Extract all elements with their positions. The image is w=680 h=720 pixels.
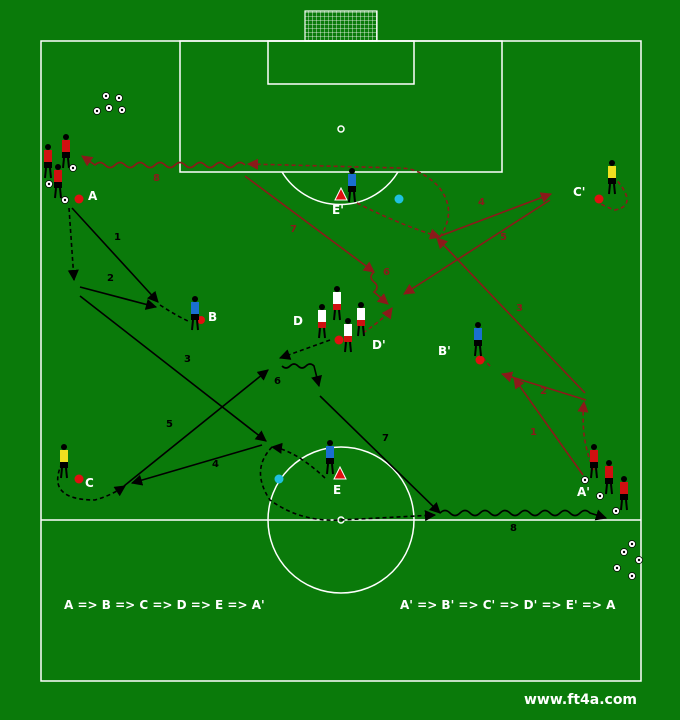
- label-d: D: [293, 314, 303, 328]
- label-b: B: [208, 310, 217, 324]
- black-num-2: 2: [107, 273, 114, 284]
- red-pass-5: [403, 199, 551, 295]
- player-group-a-prime: [590, 444, 628, 511]
- center-circle: [267, 446, 415, 594]
- black-num-5: 5: [166, 419, 173, 430]
- red-run-e-loop-dashed: [246, 158, 450, 238]
- marker-cyan-bottom: [274, 474, 284, 484]
- black-pass-3: [79, 295, 267, 442]
- red-run-d-dashed: [362, 307, 393, 334]
- red-num-7: 7: [290, 224, 297, 235]
- red-run-c-dashed: [595, 175, 628, 211]
- penalty-arc: [281, 171, 399, 206]
- marker-cyan-top: [394, 194, 404, 204]
- black-pass-4: [130, 444, 263, 486]
- marker-a: [74, 194, 84, 204]
- ball-ap2: [596, 492, 604, 500]
- label-b-prime: B': [438, 344, 451, 358]
- black-dribble-6: [281, 363, 322, 388]
- marker-c-prime: [594, 194, 604, 204]
- red-pass-7: [244, 175, 375, 273]
- red-dribble-6: [370, 271, 389, 305]
- red-pass-4: [439, 192, 553, 237]
- black-num-6: 6: [274, 376, 281, 387]
- player-e: [326, 440, 334, 475]
- player-e-prime: [348, 168, 356, 203]
- red-num-2: 2: [540, 386, 547, 397]
- markers: [74, 186, 604, 484]
- red-num-6: 6: [383, 267, 390, 278]
- label-e: E: [333, 483, 341, 497]
- website-link[interactable]: www.ft4a.com: [524, 692, 637, 708]
- player-group-d: [318, 286, 365, 353]
- player-group-a: [44, 134, 70, 199]
- black-pass-5: [123, 369, 269, 487]
- red-pass-3: [436, 237, 586, 394]
- label-d-prime: D': [372, 338, 386, 352]
- black-run-d-dashed: [278, 339, 331, 360]
- black-num-3: 3: [184, 354, 191, 365]
- marker-d: [334, 335, 344, 345]
- black-route: [56, 207, 608, 522]
- ball-a3: [69, 164, 77, 172]
- player-b-prime: [474, 322, 482, 357]
- penalty-spot: [337, 125, 345, 133]
- red-pass-numbers: 1 2 3 4 5 6 7 8: [153, 173, 547, 438]
- label-e-prime: E': [332, 203, 344, 217]
- red-num-3: 3: [516, 303, 523, 314]
- black-num-7: 7: [382, 433, 389, 444]
- marker-c: [74, 474, 84, 484]
- sequence-right: A' => B' => C' => D' => E' => A: [400, 598, 616, 612]
- black-pass-numbers: 1 2 3 4 5 6 7 8: [107, 232, 517, 534]
- sequence-left: A => B => C => D => E => A': [64, 598, 265, 612]
- player-c-prime: [608, 160, 616, 195]
- player-c: [60, 444, 68, 479]
- label-a: A: [88, 189, 98, 203]
- players: [44, 134, 628, 511]
- red-pass-1: [513, 377, 584, 476]
- ball-a1: [45, 180, 53, 188]
- red-num-1: 1: [530, 427, 537, 438]
- red-route: [81, 155, 628, 476]
- black-num-8: 8: [510, 523, 517, 534]
- ball-a2: [61, 196, 69, 204]
- ball-ap1: [581, 476, 589, 484]
- black-pass-1: [71, 207, 159, 303]
- black-pass-7: [319, 395, 441, 514]
- black-dribble-8: [439, 509, 608, 521]
- label-c: C: [85, 476, 94, 490]
- red-run-e-dashed: [356, 202, 442, 240]
- red-num-8: 8: [153, 173, 160, 184]
- position-labels: A B C D E A' B' C' D' E': [85, 185, 590, 499]
- black-run-b-dashed: [159, 304, 191, 323]
- black-run-e-loop-dashed: [259, 446, 437, 522]
- black-run-e-dashed: [270, 442, 326, 479]
- red-num-5: 5: [500, 232, 507, 243]
- red-dribble-8: [81, 155, 246, 169]
- goal: [304, 10, 378, 42]
- marker-b-prime: [475, 355, 485, 365]
- red-pass-2: [500, 371, 587, 401]
- red-num-4: 4: [478, 197, 485, 208]
- black-run-c-dashed: [56, 462, 126, 501]
- black-num-1: 1: [114, 232, 121, 243]
- player-b: [191, 296, 199, 331]
- cone-e-prime: [334, 186, 348, 201]
- black-run-a-dashed: [67, 207, 79, 282]
- black-pass-2: [79, 286, 158, 310]
- label-c-prime: C': [573, 185, 585, 199]
- ball-ap3: [612, 507, 620, 515]
- cone-e: [333, 465, 347, 480]
- black-num-4: 4: [212, 459, 219, 470]
- label-a-prime: A': [577, 485, 590, 499]
